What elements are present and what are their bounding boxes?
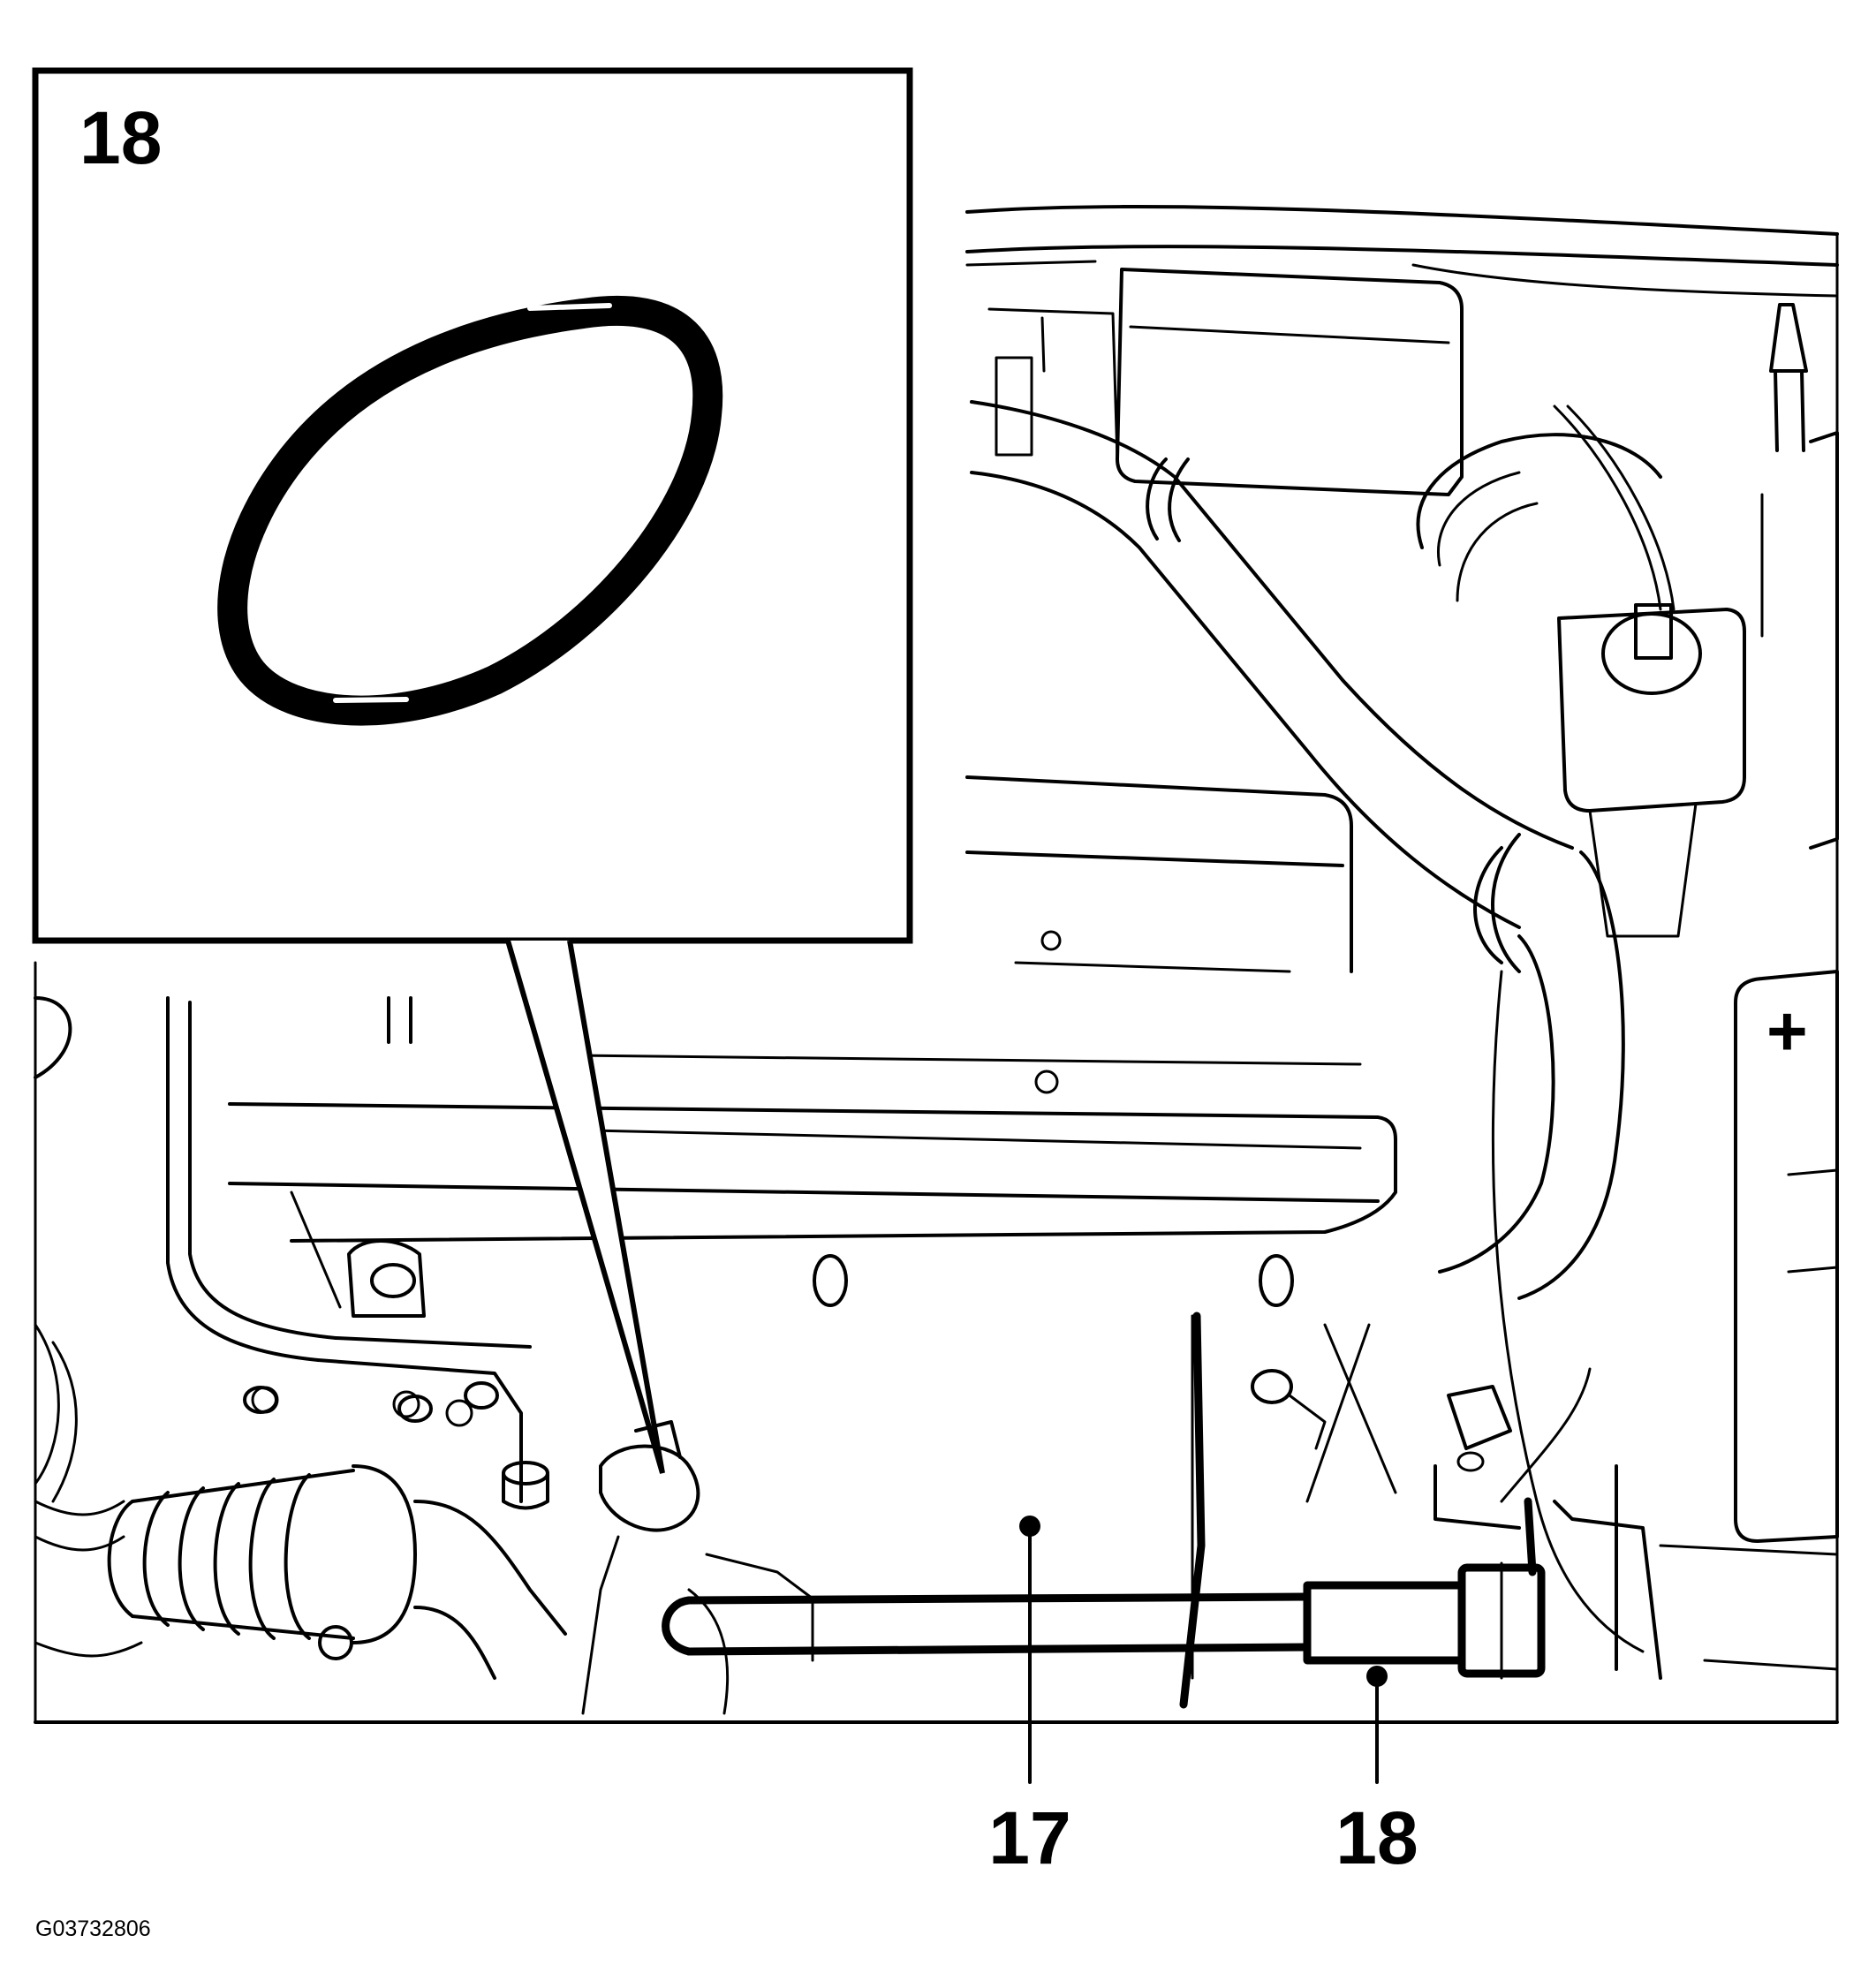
frame-rails xyxy=(34,996,532,1503)
callout-17-label: 17 xyxy=(988,1796,1070,1879)
hose-connection-left xyxy=(581,1420,814,1715)
inset-frame xyxy=(32,67,913,944)
battery-plus-symbol: + xyxy=(1766,992,1808,1070)
bolt-heads xyxy=(243,1381,549,1510)
steering-rack-boot xyxy=(107,1464,567,1680)
intake-hose xyxy=(970,400,1625,1300)
engine-valve-cover xyxy=(228,775,1397,1307)
air-filter-housing xyxy=(987,268,1464,496)
pipe-17-tube xyxy=(685,1592,1312,1656)
callout-leaders xyxy=(1019,1516,1388,1784)
engine-bay-line-art: + xyxy=(34,205,1839,1724)
brake-booster xyxy=(1416,433,1662,602)
pipe-17-end-left xyxy=(662,1596,693,1656)
connector-18-sleeve xyxy=(1303,1581,1466,1665)
wiring-harness-left xyxy=(34,1323,143,1724)
inset-pointer xyxy=(505,940,665,1474)
pipe-17-assembly xyxy=(662,1497,1546,1680)
inset-panel xyxy=(32,67,913,1474)
brake-fluid-reservoir xyxy=(1553,404,1746,938)
vent-fitting xyxy=(1760,303,1839,850)
inset-callout-label: 18 xyxy=(79,96,162,179)
mount-bracket xyxy=(251,1239,473,1427)
o-ring-seal xyxy=(217,295,723,726)
body-contour-lines xyxy=(965,205,1839,298)
battery: + xyxy=(1734,970,1839,1543)
callout-18-label: 18 xyxy=(1335,1796,1418,1879)
figure-code: G03732806 xyxy=(35,1916,151,1941)
